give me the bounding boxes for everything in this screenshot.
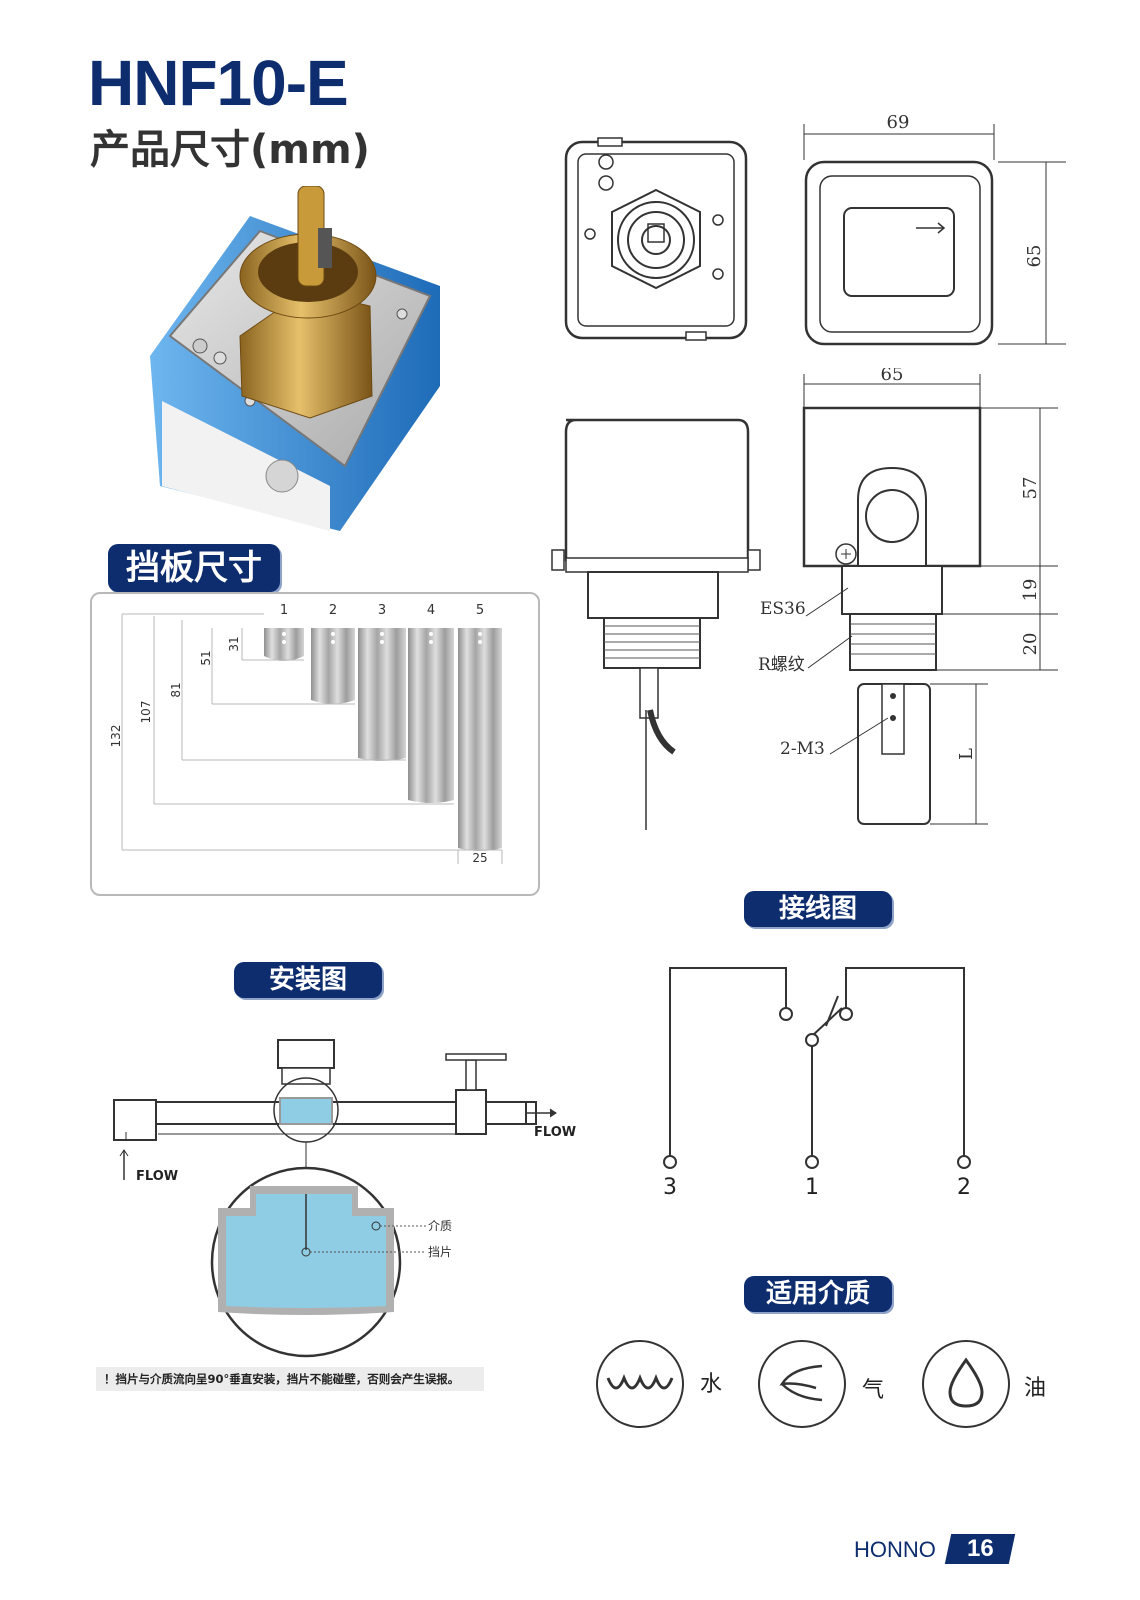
product-model-title: HNF10-E bbox=[88, 47, 349, 119]
installation-heading: 安装图 bbox=[234, 962, 382, 998]
baffle-number-5: 5 bbox=[476, 603, 484, 618]
flow-in-label: FLOW bbox=[136, 1169, 178, 1184]
oil-label: 油 bbox=[1024, 1376, 1047, 1401]
baffle-blade-4 bbox=[408, 628, 454, 803]
dim-top-width: 69 bbox=[887, 112, 910, 133]
dim-side-height: 57 bbox=[1020, 477, 1041, 500]
side-view-drawing bbox=[551, 418, 761, 830]
front-view-drawing bbox=[564, 137, 748, 341]
baffle-blade-3 bbox=[358, 628, 406, 761]
baffle-blade-5 bbox=[458, 628, 502, 851]
baffle-height-132: 132 bbox=[109, 725, 123, 748]
baffle-height-51: 51 bbox=[199, 650, 213, 665]
installation-diagram: FLOW FLOW 介质 挡片 bbox=[113, 1039, 576, 1358]
gas-icon bbox=[758, 1340, 846, 1428]
baffle-number-2: 2 bbox=[329, 603, 337, 618]
baffle-blade-2 bbox=[311, 628, 355, 704]
footer-brand: HONNO bbox=[854, 1537, 936, 1562]
oil-icon bbox=[922, 1340, 1010, 1428]
terminal-2: 2 bbox=[957, 1175, 971, 1200]
media-heading: 适用介质 bbox=[744, 1276, 892, 1312]
terminal-1: 1 bbox=[805, 1175, 819, 1200]
installation-warning: ！挡片与介质流向呈90°垂直安装，挡片不能碰壁，否则会产生误报。 bbox=[96, 1367, 484, 1391]
label-thread: R螺纹 bbox=[758, 655, 805, 675]
baffle-number-1: 1 bbox=[280, 603, 288, 618]
dim-top-height: 65 bbox=[1024, 245, 1045, 268]
label-screw: 2-M3 bbox=[780, 739, 825, 759]
label-es36: ES36 bbox=[760, 599, 806, 619]
dim-length: L bbox=[956, 748, 977, 760]
dimensions-subtitle: 产品尺寸(mm) bbox=[90, 127, 370, 173]
wiring-diagram: 3 1 2 bbox=[663, 967, 971, 1200]
wiring-heading: 接线图 bbox=[744, 891, 892, 927]
section-view-drawing: 65 57 19 20 L ES36 R螺纹 2-M3 bbox=[758, 368, 1058, 825]
baffle-width-25: 25 bbox=[472, 851, 487, 865]
water-label: 水 bbox=[700, 1372, 723, 1397]
water-icon bbox=[596, 1340, 684, 1428]
baffle-height-81: 81 bbox=[169, 682, 183, 697]
product-photo bbox=[150, 186, 440, 531]
dim-side-width: 65 bbox=[881, 368, 904, 385]
flow-out-label: FLOW bbox=[534, 1125, 576, 1140]
baffle-height-107: 107 bbox=[139, 701, 153, 724]
baffle-size-drawing: 1 2 3 4 5 31 51 81 107 132 25 bbox=[109, 603, 503, 865]
baffle-number-4: 4 bbox=[427, 603, 435, 618]
baffle-height-31: 31 bbox=[227, 636, 241, 651]
baffle-number-3: 3 bbox=[378, 603, 386, 618]
top-view-drawing: 69 65 bbox=[803, 112, 1066, 346]
baffle-size-heading: 挡板尺寸 bbox=[108, 544, 280, 592]
baffle-blade-1 bbox=[264, 628, 304, 661]
blade-label: 挡片 bbox=[428, 1245, 452, 1259]
dim-thread: 20 bbox=[1020, 633, 1041, 656]
page-number: 16 bbox=[944, 1534, 1016, 1564]
terminal-3: 3 bbox=[663, 1175, 677, 1200]
gas-label: 气 bbox=[862, 1378, 885, 1403]
medium-label: 介质 bbox=[428, 1219, 452, 1233]
dim-nut: 19 bbox=[1020, 579, 1041, 602]
